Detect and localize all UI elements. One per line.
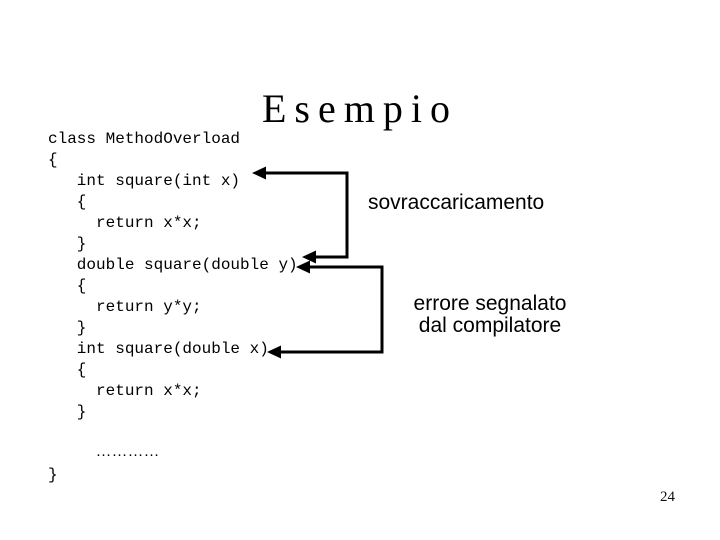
page-number: 24 [660,489,675,505]
ellipsis-dots: ………… [96,444,160,460]
annotation-errore-line1: errore segnalato [413,292,567,315]
slide-title: Esempio [262,86,458,131]
annotation-errore-line2: dal compilatore [418,314,562,337]
annotation-errore: errore segnalato dal compilatore [395,293,585,337]
annotation-sovraccaricamento: sovraccaricamento [368,191,545,214]
code-block: class MethodOverload { int square(int x)… [48,130,298,484]
